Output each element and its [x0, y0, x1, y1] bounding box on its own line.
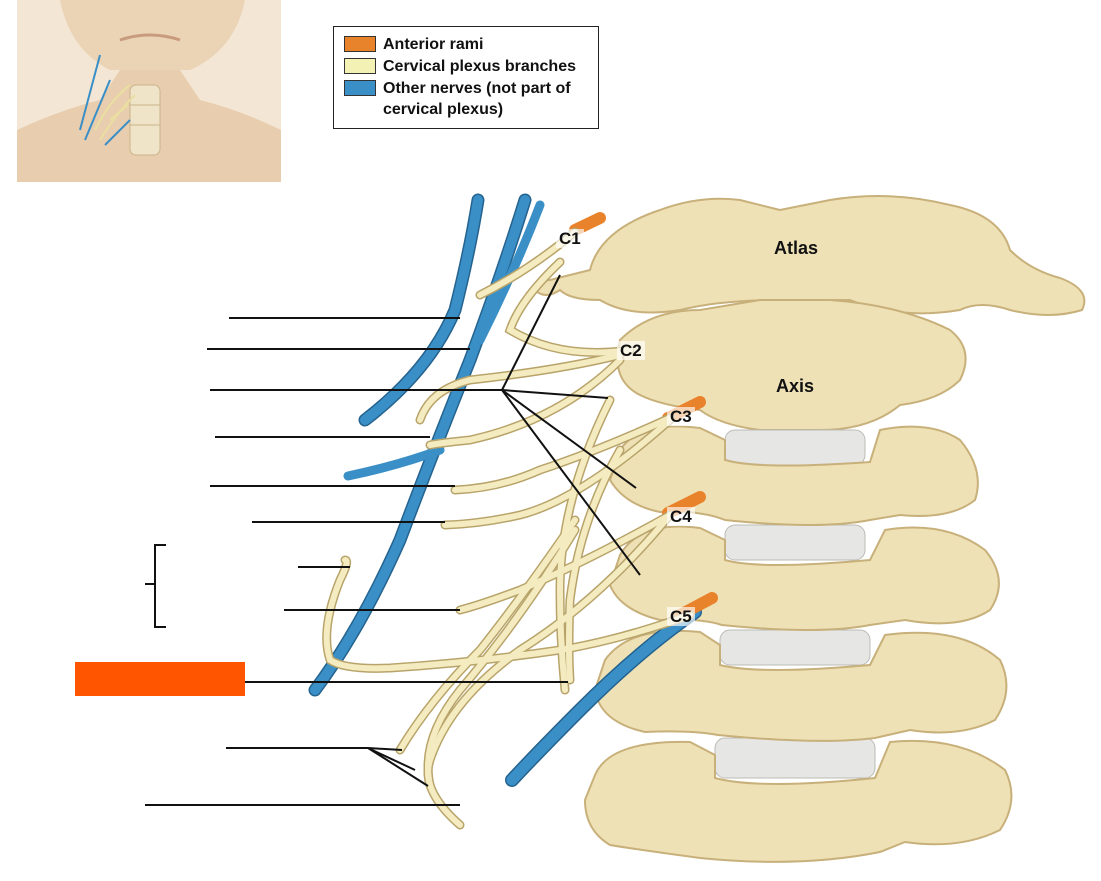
- c2-label: C2: [617, 341, 645, 360]
- legend-item-other-nerves: Other nerves (not part of cervical plexu…: [344, 78, 573, 120]
- intervertebral-disc: [719, 629, 871, 666]
- bracket: [145, 544, 166, 628]
- swatch-blue: [344, 80, 376, 96]
- leader-line: [367, 747, 416, 771]
- intervertebral-disc: [714, 737, 876, 779]
- axis-label: Axis: [776, 376, 815, 396]
- c4-label: C4: [667, 507, 695, 526]
- legend-label: Other nerves (not part of cervical plexu…: [383, 80, 571, 118]
- intervertebral-disc: [724, 524, 866, 561]
- c3-label: C3: [667, 407, 695, 426]
- leader-line: [501, 274, 561, 391]
- cervical-plexus-branches: [322, 227, 695, 830]
- leader-line: [501, 389, 609, 399]
- legend-item-cervical-plexus: Cervical plexus branches: [344, 56, 598, 77]
- neck-thumbnail: [17, 0, 281, 182]
- leader-lines: [145, 274, 641, 806]
- intervertebral-disc: [724, 429, 866, 466]
- c5-vertebra: [593, 629, 1008, 742]
- legend-label: Anterior rami: [383, 36, 484, 53]
- swatch-yellow: [344, 58, 376, 74]
- atlas-label: Atlas: [774, 238, 819, 258]
- leader-line: [501, 389, 641, 576]
- legend: Anterior rami Cervical plexus branches O…: [333, 26, 599, 129]
- legend-label: Cervical plexus branches: [383, 58, 576, 75]
- leader-line: [501, 389, 637, 489]
- axis-vertebra: [616, 299, 967, 431]
- c1-label: C1: [556, 229, 584, 248]
- c5-label: C5: [667, 607, 695, 626]
- vertebral-column: [533, 195, 1086, 863]
- swatch-orange: [344, 36, 376, 52]
- leader-line: [367, 747, 403, 751]
- legend-item-anterior-rami: Anterior rami: [344, 34, 598, 55]
- leader-line: [367, 747, 429, 787]
- c6-vertebra: [583, 739, 1013, 863]
- atlas-vertebra: [533, 195, 1086, 316]
- redaction-box: [75, 662, 245, 696]
